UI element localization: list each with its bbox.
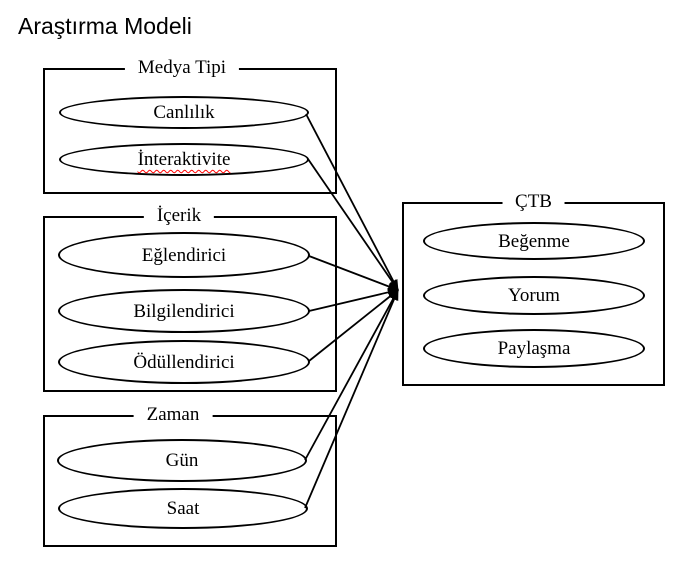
ellipse-gun: Gün <box>57 439 307 482</box>
ellipse-eglendirici: Eğlendirici <box>58 232 310 278</box>
ellipse-label-canlilik: Canlılık <box>153 102 215 123</box>
group-label-medya-tipi: Medya Tipi <box>124 56 240 79</box>
ellipse-canlilik: Canlılık <box>59 96 309 129</box>
group-box-ctb: ÇTB <box>402 190 665 386</box>
ellipse-begenme: Beğenme <box>423 222 645 260</box>
ellipse-saat: Saat <box>58 488 308 529</box>
group-label-zaman: Zaman <box>133 403 213 426</box>
group-label-icerik: İçerik <box>143 204 215 227</box>
ellipse-label-gun: Gün <box>165 450 199 471</box>
ellipse-odullendirici: Ödüllendirici <box>58 340 310 384</box>
ellipse-paylasma: Paylaşma <box>423 329 645 368</box>
group-label-ctb: ÇTB <box>502 190 565 213</box>
ellipse-label-begenme: Beğenme <box>498 230 570 252</box>
ellipse-interaktivite: İnteraktivite <box>59 143 309 176</box>
ellipse-label-paylasma: Paylaşma <box>497 338 571 359</box>
group-box-medya-tipi: Medya Tipi <box>43 56 337 194</box>
ellipse-bilgilendirici: Bilgilendirici <box>58 289 310 333</box>
ellipse-label-yorum: Yorum <box>508 285 560 306</box>
ellipse-label-odullendirici: Ödüllendirici <box>133 351 235 373</box>
ellipse-label-saat: Saat <box>166 498 200 519</box>
ellipse-label-eglendirici: Eğlendirici <box>141 244 227 266</box>
ellipse-yorum: Yorum <box>423 276 645 315</box>
ellipse-label-interaktivite: İnteraktivite <box>137 149 231 170</box>
page-title: Araştırma Modeli <box>18 13 192 39</box>
ellipse-label-bilgilendirici: Bilgilendirici <box>133 300 235 322</box>
